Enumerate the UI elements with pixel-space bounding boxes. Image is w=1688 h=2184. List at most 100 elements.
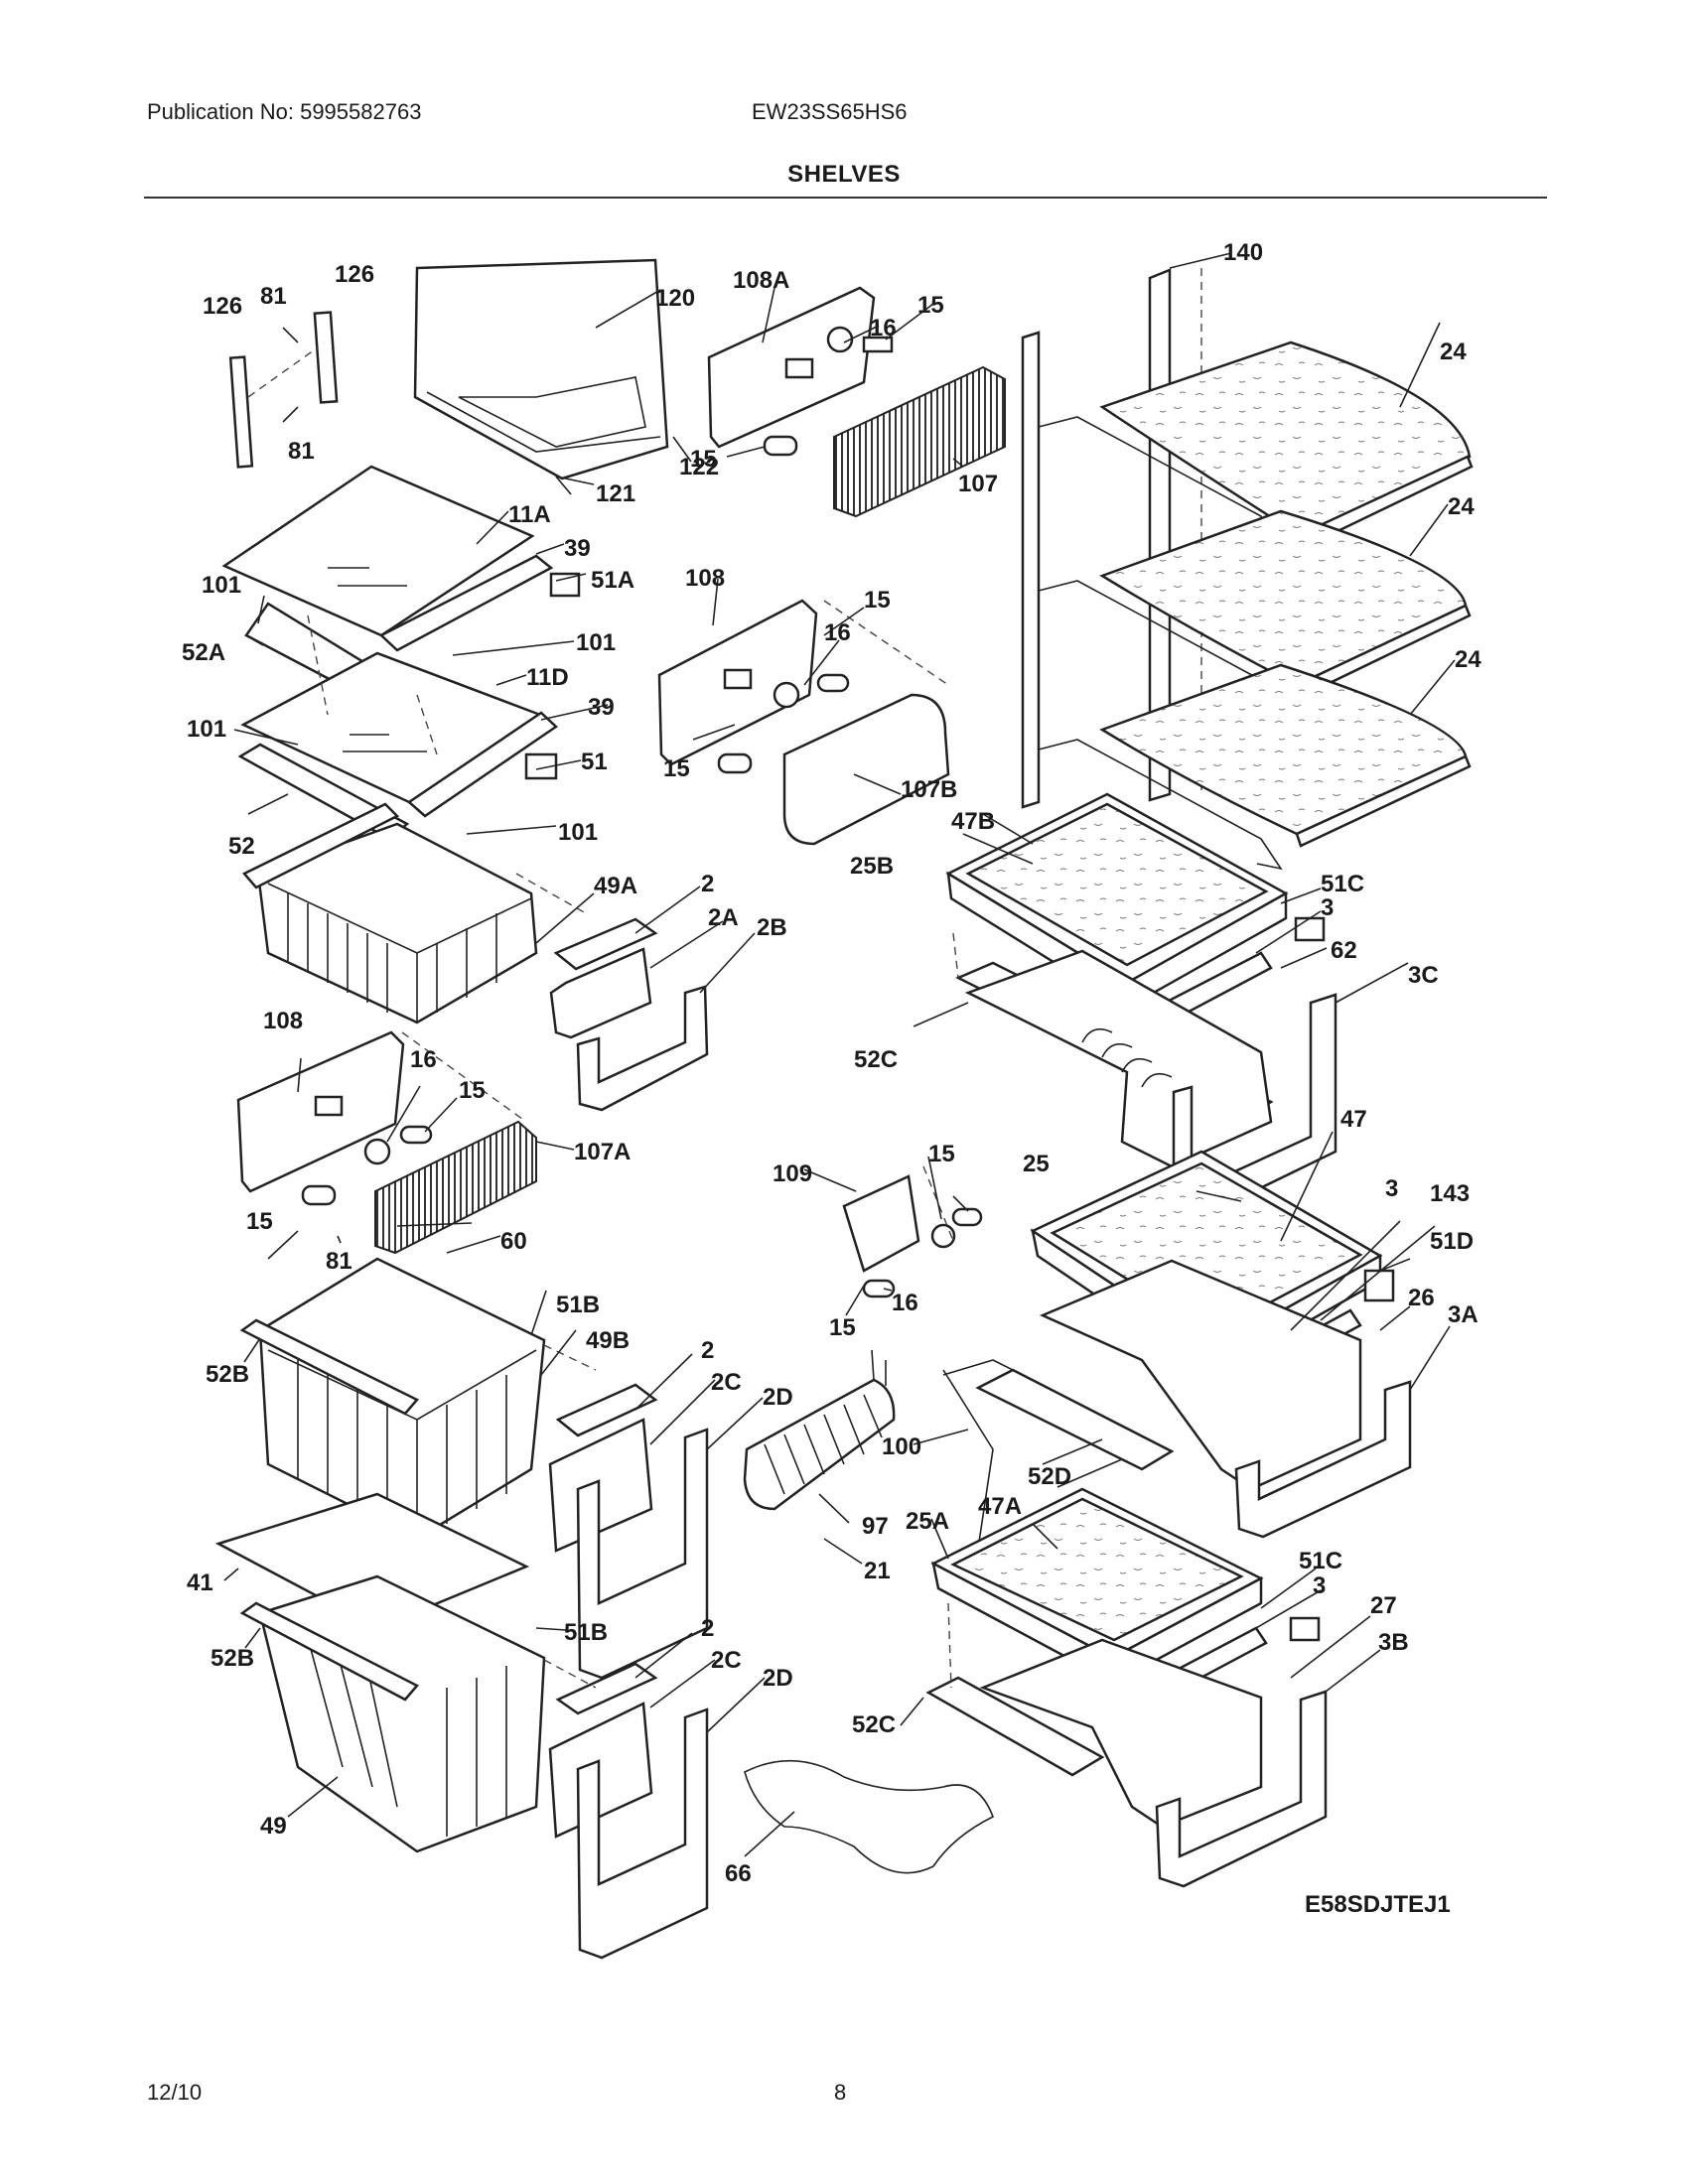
callout-81-top: 81 [260,283,287,310]
callout-51C-upper: 51C [1321,871,1364,897]
heater-coil-100 [743,1349,994,1550]
callout-52D: 52D [1028,1463,1071,1490]
publication-number: Publication No: 5995582763 [147,99,422,124]
callout-126-right: 126 [335,261,374,288]
callout-109: 109 [773,1160,812,1187]
callout-2-a: 2 [701,871,714,897]
callout-labels: 126 81 126 81 120 121 122 108A 16 15 15 … [182,239,1481,1887]
callout-126-left: 126 [203,293,242,320]
callout-101-c: 101 [187,716,226,743]
drawer-assembly-25A [925,1487,1328,1888]
callout-52: 52 [228,833,255,860]
callout-49: 49 [260,1813,287,1840]
callout-100: 100 [882,1433,921,1460]
callout-2A: 2A [708,904,739,931]
callout-15-h: 15 [829,1314,856,1341]
cover-108A-107 [707,286,1006,518]
callout-51: 51 [581,749,608,775]
callout-24-top: 24 [1440,339,1467,365]
hinge-bracket-parts [228,311,339,469]
drawer-assembly-25 [942,1150,1412,1539]
door-bin-2A-2B [549,917,709,1112]
callout-15-c: 15 [864,587,891,614]
callout-15-d: 15 [663,755,690,782]
callout-26: 26 [1408,1285,1435,1311]
callout-39-bottom: 39 [588,694,615,721]
callout-108A: 108A [733,267,789,294]
callout-2-c: 2 [701,1615,714,1642]
callout-60: 60 [500,1228,527,1255]
callout-2C-lower: 2C [711,1647,742,1674]
callout-51D: 51D [1430,1228,1474,1255]
callout-107: 107 [958,471,998,497]
callout-15-e: 15 [459,1077,486,1104]
callout-49A: 49A [594,873,637,899]
callout-16-c: 16 [410,1046,437,1073]
callout-51C-lower: 51C [1299,1548,1342,1574]
shelf-24-top [1038,341,1474,558]
callout-2C-upper: 2C [711,1369,742,1396]
callout-52B-lower: 52B [211,1645,254,1672]
callout-52C-lower: 52C [852,1711,896,1738]
callout-3-upper: 3 [1321,894,1334,921]
callout-66: 66 [725,1860,752,1887]
callout-121: 121 [596,480,635,507]
alignment-lines [307,600,959,1689]
callout-11D: 11D [526,664,569,691]
cover-108-107A [236,1030,537,1255]
callout-52B-upper: 52B [206,1361,249,1388]
callout-3A: 3A [1448,1301,1478,1328]
callout-3-middle: 3 [1385,1175,1398,1202]
drawer-assembly-25B [945,792,1337,1221]
callout-122: 122 [679,454,719,480]
callout-2D-lower: 2D [763,1665,793,1692]
callout-11A: 11A [508,501,551,528]
callout-108-middle: 108 [685,565,725,592]
callout-120: 120 [655,285,695,312]
cover-108-107B [657,599,950,846]
wire-basket-49B [239,1257,546,1541]
callout-143: 143 [1430,1180,1470,1207]
callout-81-lower: 81 [326,1248,352,1275]
callout-81-bottom: 81 [288,438,315,465]
callout-108-lower: 108 [263,1008,303,1034]
callout-39-top: 39 [564,535,591,562]
section-title: SHELVES [787,161,901,188]
header-rule [144,197,1547,199]
callout-51B-upper: 51B [556,1292,600,1318]
callout-101-a: 101 [202,572,241,599]
callout-24-bottom: 24 [1455,646,1481,673]
callout-25A: 25A [906,1508,949,1535]
callout-51B-lower: 51B [564,1619,608,1646]
callout-62: 62 [1331,937,1357,964]
door-bin-2C-2D-lower [548,1662,709,1960]
callout-52C-upper: 52C [854,1046,898,1073]
callout-2-b: 2 [701,1337,714,1364]
callout-25B: 25B [850,853,894,880]
wire-basket-49 [214,1492,546,1853]
callout-47A: 47A [978,1493,1022,1520]
wine-rack-66 [744,1759,995,1874]
callout-15-b: 15 [690,446,717,473]
callout-47: 47 [1340,1106,1367,1133]
callout-140: 140 [1223,239,1263,266]
callout-47B: 47B [951,808,995,835]
wire-basket-49A [242,802,538,1024]
callout-107B: 107B [901,776,957,803]
callout-2D-upper: 2D [763,1384,793,1411]
callout-27: 27 [1370,1592,1397,1619]
callout-107A: 107A [574,1139,631,1165]
callout-16-b: 16 [824,619,851,646]
model-number: EW23SS65HS6 [752,99,908,124]
leader-lines [223,252,1456,1857]
callout-101-b: 101 [576,629,616,656]
door-bin-2C-2D-upper [548,1383,709,1680]
callout-16-a: 16 [870,315,897,341]
shelf-24-bottom [1038,663,1472,871]
callout-21: 21 [864,1558,891,1584]
light-socket-109 [842,1174,983,1298]
callout-25: 25 [1023,1151,1050,1177]
callout-15-f: 15 [246,1208,273,1235]
revision-date: 12/10 [147,2080,203,2105]
